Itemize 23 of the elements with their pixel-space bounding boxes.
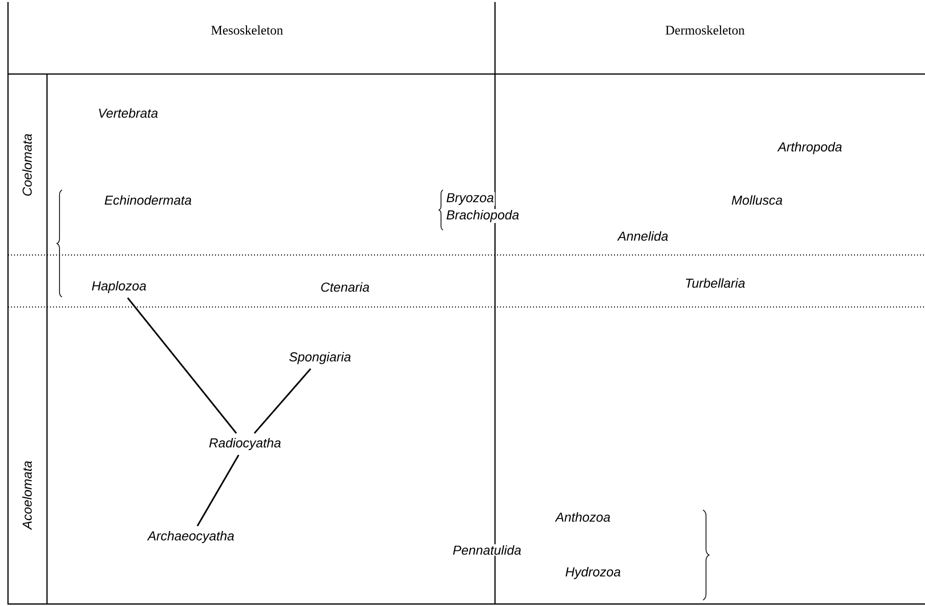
taxon-label: Anthozoa <box>554 511 612 523</box>
taxon-label: Pennatulida <box>452 544 522 556</box>
connector-line <box>196 454 240 526</box>
taxon-label: Radiocyatha <box>209 438 281 450</box>
row-header: Coelomata <box>22 134 32 196</box>
taxon-label: Archaeocyatha <box>147 530 234 544</box>
taxon-label: Haplozoa <box>92 280 146 294</box>
taxon-label: Bryozoa <box>445 192 495 206</box>
taxon-label: Hydrozoa <box>564 566 622 580</box>
taxon-label: Turbellaria <box>684 277 746 289</box>
column-header: Mesoskeleton <box>211 25 283 35</box>
taxon-label: Spongiaria <box>289 352 351 364</box>
column-header: Dermoskeleton <box>666 25 745 35</box>
connector-line <box>254 368 312 434</box>
connector-line <box>127 297 237 434</box>
taxon-label: Ctenaria <box>319 281 371 293</box>
taxon-label: Arthropoda <box>776 140 844 156</box>
taxon-label: Brachiopoda <box>445 208 520 224</box>
taxon-label: Annelida <box>616 230 670 242</box>
row-header: Acoelomata <box>22 461 32 530</box>
taxon-label: Echinodermata <box>103 194 193 206</box>
taxon-label: Vertebrata <box>96 107 160 119</box>
taxon-label: Mollusca <box>730 194 784 206</box>
